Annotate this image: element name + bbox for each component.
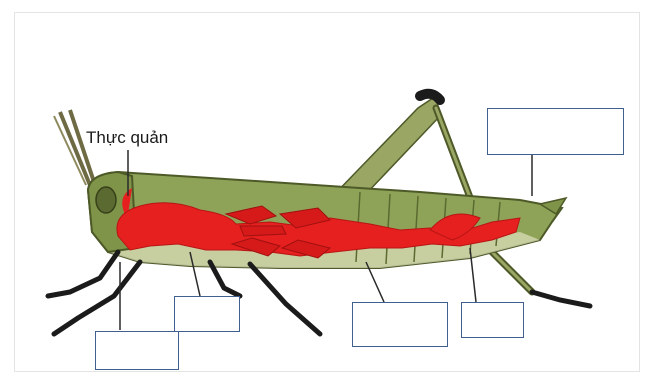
answer-box-2[interactable] — [174, 296, 240, 332]
answer-box-4[interactable] — [461, 302, 524, 338]
answer-box-5[interactable] — [487, 108, 624, 155]
answer-box-3[interactable] — [352, 302, 448, 347]
answer-box-1[interactable] — [95, 331, 179, 370]
antennae — [54, 110, 96, 190]
esophagus-label: Thực quản — [86, 128, 168, 148]
